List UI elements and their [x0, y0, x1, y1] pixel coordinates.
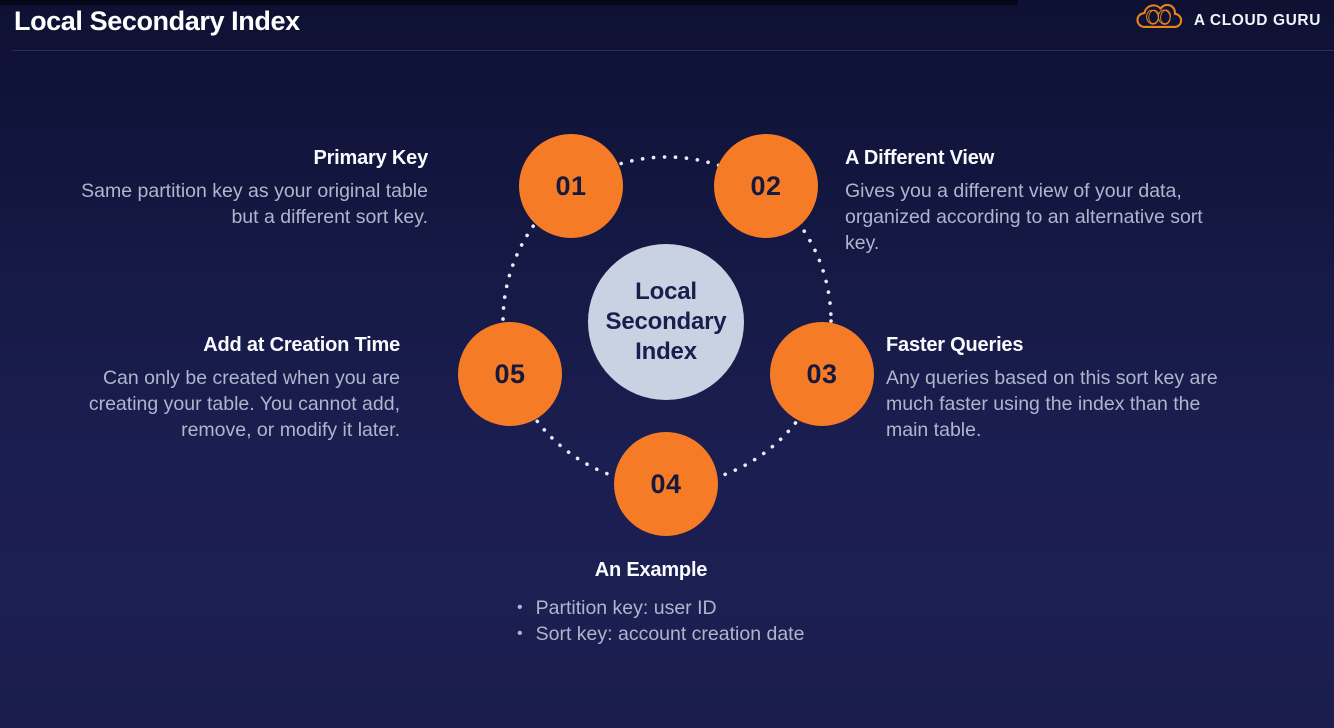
section-body-line: remove, or modify it later.: [181, 418, 400, 441]
top-strip: [0, 0, 1018, 5]
hub-line: Secondary: [605, 308, 727, 335]
list-item-text: Partition key: user ID: [535, 597, 717, 619]
step-circle-01: 01: [519, 134, 623, 238]
step-circle-04: 04: [614, 432, 718, 536]
step-number: 04: [650, 468, 682, 499]
section-title: Add at Creation Time: [203, 334, 400, 356]
section-body-line: Gives you a different view of your data,: [845, 180, 1182, 202]
cloud-icon: [1133, 3, 1185, 38]
bullet-marker: •: [517, 625, 523, 642]
bullet-marker: •: [517, 599, 523, 616]
section-body-line: Any queries based on this sort key are: [886, 367, 1218, 389]
step-number: 03: [806, 358, 838, 389]
section-an-example: An Example • Partition key: user ID • So…: [436, 558, 866, 647]
section-title: A Different View: [845, 147, 995, 169]
hub-line: Local: [635, 278, 697, 305]
section-body-line: but a different sort key.: [231, 205, 428, 228]
list-item: • Sort key: account creation date: [517, 621, 866, 647]
step-circle-05: 05: [458, 322, 562, 426]
section-title: Faster Queries: [886, 334, 1024, 356]
hub-circle: Local Secondary Index: [588, 244, 744, 400]
step-number: 05: [494, 358, 526, 389]
step-number: 01: [555, 170, 587, 201]
step-circle-03: 03: [770, 322, 874, 426]
section-add-at-creation-time: Add at Creation Time Can only be created…: [30, 333, 400, 443]
section-body-line: organized according to an alternative so…: [845, 205, 1203, 228]
hub-line: Index: [635, 338, 697, 365]
list-item-text: Sort key: account creation date: [535, 623, 805, 645]
brand-logo: A CLOUD GURU: [1133, 3, 1321, 38]
step-number: 02: [750, 170, 782, 201]
header-divider: [12, 50, 1334, 51]
section-different-view: A Different View Gives you a different v…: [845, 146, 1217, 256]
section-body-line: key.: [845, 231, 880, 254]
step-circle-02: 02: [714, 134, 818, 238]
section-faster-queries: Faster Queries Any queries based on this…: [886, 333, 1258, 443]
section-title: An Example: [594, 559, 708, 581]
section-primary-key: Primary Key Same partition key as your o…: [48, 146, 428, 231]
section-body-line: main table.: [886, 418, 982, 441]
section-body-line: creating your table. You cannot add,: [88, 392, 400, 415]
brand-name: A CLOUD GURU: [1193, 11, 1321, 29]
example-list: • Partition key: user ID • Sort key: acc…: [436, 595, 866, 647]
page-title: Local Secondary Index: [14, 6, 300, 36]
list-item: • Partition key: user ID: [517, 595, 866, 621]
section-body-line: Same partition key as your original tabl…: [81, 180, 428, 202]
section-body-line: much faster using the index than the: [886, 392, 1201, 415]
section-body-line: Can only be created when you are: [102, 367, 400, 389]
section-title: Primary Key: [313, 147, 428, 169]
